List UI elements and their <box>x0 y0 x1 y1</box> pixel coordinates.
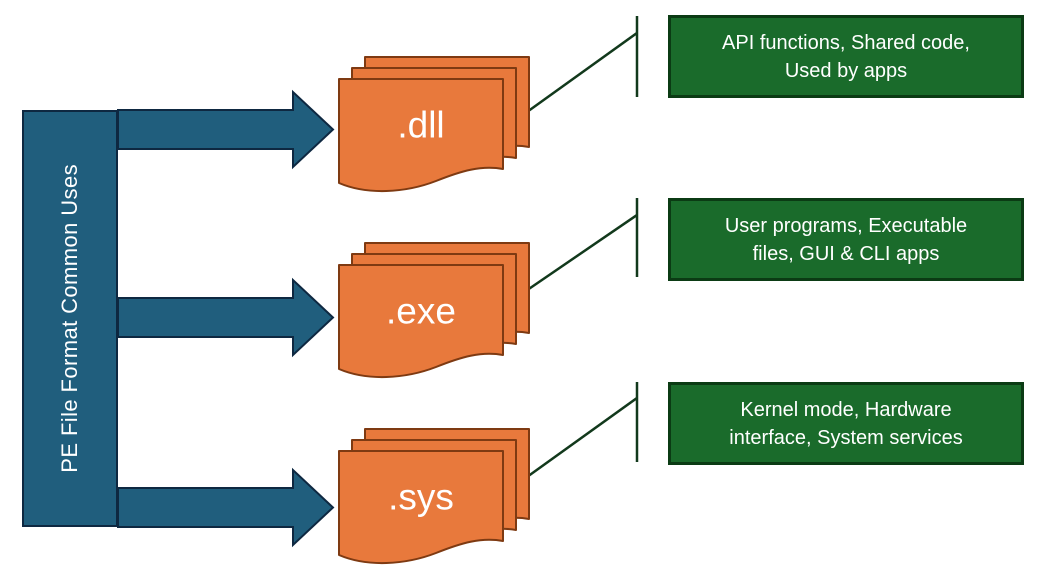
callout-exe: User programs, Executable files, GUI & C… <box>668 198 1024 281</box>
file-type-label-dll: .dll <box>397 105 444 146</box>
connector-exe <box>519 198 639 297</box>
callout-dll: API functions, Shared code, Used by apps <box>668 15 1024 98</box>
diagram-title: PE File Format Common Uses <box>57 164 82 473</box>
connector-diagonal-line <box>519 213 638 297</box>
callout-sys: Kernel mode, Hardware interface, System … <box>668 382 1024 465</box>
file-type-label-exe: .exe <box>386 291 456 332</box>
connector-dll <box>519 16 639 119</box>
connector-diagonal-line <box>519 31 638 119</box>
file-type-label-sys: .sys <box>388 477 454 518</box>
arrow-dll-icon <box>117 89 335 170</box>
connector-diagonal-line <box>519 396 638 484</box>
arrow-sys-icon <box>117 467 335 548</box>
title-bar: PE File Format Common Uses <box>22 110 118 527</box>
arrow-exe-icon <box>117 277 335 358</box>
connector-sys <box>519 382 639 484</box>
document-stack-dll: .dll <box>338 56 530 193</box>
callout-dll-line-2: Used by apps <box>784 59 908 82</box>
callout-exe-line-1: User programs, Executable <box>724 214 968 237</box>
document-stack-exe: .exe <box>338 242 530 379</box>
document-stack-sys: .sys <box>338 428 530 565</box>
callout-exe-line-2: files, GUI & CLI apps <box>752 242 940 265</box>
callout-dll-line-1: API functions, Shared code, <box>722 31 970 54</box>
callout-sys-line-1: Kernel mode, Hardware <box>740 398 952 421</box>
callout-sys-line-2: interface, System services <box>729 426 963 449</box>
